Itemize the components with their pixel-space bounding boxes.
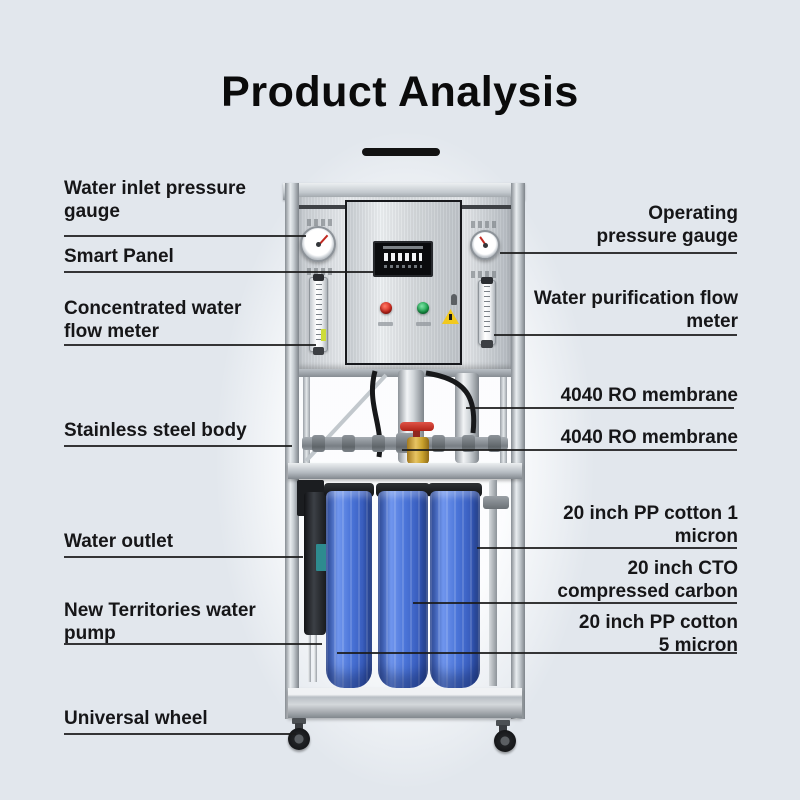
caster-plate — [496, 720, 510, 726]
chinese-label-right-gauge — [471, 221, 497, 228]
purified-water-flow-meter-part — [478, 277, 496, 348]
label-ro-membrane-lower: 4040 RO membrane — [560, 427, 738, 448]
display-status-row — [384, 265, 422, 268]
switch-indicator-green — [417, 302, 429, 314]
pipe-coupling — [432, 435, 445, 452]
inner-post-left — [303, 377, 310, 463]
switch-indicator-caption — [416, 322, 431, 326]
label-smart-panel: Smart Panel — [64, 246, 174, 267]
flow-meter-cap — [481, 277, 493, 284]
pump-label — [316, 544, 329, 571]
label-concentrated-water-flow-meter: Concentrated water flow meter — [64, 298, 242, 342]
gauge-hub — [483, 243, 488, 248]
label-water-purification-flow-meter: Water purification flow meter — [533, 288, 738, 332]
gauge-hub — [316, 242, 321, 247]
caster-wheel-left — [288, 728, 310, 750]
pipe-coupling — [488, 435, 501, 452]
page-title: Product Analysis — [221, 68, 579, 116]
ro-water-purifier-image — [280, 180, 528, 780]
flow-meter-foot — [312, 347, 325, 355]
title-underline-dash — [362, 148, 440, 156]
flow-meter-sticker — [321, 329, 326, 341]
pipe-coupling — [372, 435, 385, 452]
warning-exclamation — [449, 314, 452, 320]
pipe-coupling — [342, 435, 355, 452]
valve-red-handle — [400, 422, 434, 431]
control-cabinet — [299, 197, 511, 369]
display-digits — [384, 253, 422, 261]
black-hose-right — [425, 370, 477, 434]
filter-housing-pp5 — [326, 491, 372, 688]
label-new-territories-water-pump: New Territories water pump — [64, 600, 256, 644]
pipe-coupling — [312, 435, 325, 452]
operating-pressure-gauge-part — [470, 230, 500, 260]
inlet-pressure-gauge — [300, 226, 336, 262]
label-ro-membrane-upper: 4040 RO membrane — [560, 385, 738, 406]
pipe-coupling — [462, 435, 475, 452]
flow-meter-cap — [312, 274, 325, 281]
mid-shelf — [288, 463, 522, 479]
label-water-inlet-pressure-gauge: Water inlet pressure gauge — [64, 178, 246, 222]
key-switch — [451, 294, 457, 305]
concentrated-water-flow-meter-part — [309, 274, 328, 355]
base-frame — [288, 688, 522, 718]
power-indicator-caption — [378, 322, 393, 326]
chinese-label-left-gauge — [307, 219, 333, 226]
frame-right-column — [511, 183, 525, 719]
warning-triangle-icon — [442, 309, 459, 324]
label-pp-cotton-1-micron: 20 inch PP cotton 1 micron — [563, 503, 738, 547]
valve-stem — [413, 430, 420, 438]
booster-water-pump — [304, 492, 326, 635]
cabinet-door — [345, 200, 462, 365]
inner-post-right — [500, 377, 507, 463]
flow-meter-foot — [481, 340, 493, 348]
display-header-text — [383, 246, 423, 249]
label-stainless-steel-body: Stainless steel body — [64, 420, 247, 441]
brass-valve — [407, 437, 429, 464]
gray-elbow-fitting — [483, 496, 509, 509]
caster-plate — [292, 718, 306, 724]
label-cto-compressed-carbon: 20 inch CTO compressed carbon — [557, 558, 738, 602]
rear-pipe-right — [489, 480, 497, 686]
smart-panel-display — [373, 241, 433, 277]
caster-wheel-right — [494, 730, 516, 752]
frame-left-column — [285, 183, 299, 719]
label-water-outlet: Water outlet — [64, 531, 174, 552]
power-indicator-red — [380, 302, 392, 314]
filter-housing-cto — [378, 491, 428, 688]
flow-meter-scale — [315, 283, 322, 341]
flow-meter-scale — [484, 286, 490, 336]
label-pp-cotton-5-micron: 20 inch PP cotton 5 micron — [578, 612, 738, 656]
filter-housing-pp1 — [430, 491, 480, 688]
label-universal-wheel: Universal wheel — [64, 708, 208, 729]
chinese-label-right-flowmeter — [471, 271, 497, 278]
frame-top-bar — [283, 183, 525, 200]
label-operating-pressure-gauge: Operating pressure gauge — [596, 203, 739, 247]
